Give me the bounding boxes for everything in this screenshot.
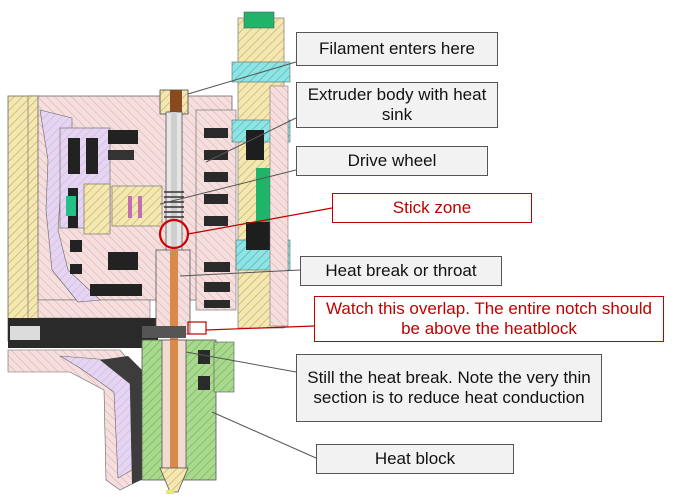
- fan-cap: [243, 11, 275, 29]
- label-thin-section-text: Still the heat break. Note the very thin…: [307, 368, 591, 407]
- nozzle-tip: [159, 467, 189, 493]
- leader-stick: [187, 207, 333, 235]
- heatsink-fin: [204, 150, 228, 160]
- heatsink-fin: [204, 216, 228, 226]
- heatsink-fin: [204, 300, 230, 308]
- fan-duct-dark: [100, 356, 146, 484]
- block-slot: [198, 376, 210, 390]
- label-extruder-body: Extruder body with heat sink: [296, 82, 498, 128]
- label-heat-block: Heat block: [316, 444, 514, 474]
- filament-core: [171, 112, 177, 252]
- label-stick-zone: Stick zone: [332, 193, 532, 223]
- drive-gear-tooth: [138, 196, 142, 218]
- label-overlap-warning-text: Watch this overlap. The entire notch sho…: [325, 299, 652, 338]
- body-slot: [108, 130, 138, 144]
- leader-drive: [159, 169, 297, 205]
- heatsink-fin: [204, 262, 230, 272]
- body-slot: [90, 284, 142, 296]
- heat-break-bore: [170, 250, 178, 360]
- label-filament-enters-text: Filament enters here: [319, 39, 475, 58]
- leader-block: [211, 411, 317, 459]
- leader-overlap: [205, 325, 315, 331]
- body-slot: [70, 264, 82, 274]
- filament-highlight: [166, 490, 174, 494]
- extruder-body-lower: [37, 299, 151, 319]
- leader-extruder: [205, 117, 297, 163]
- heatsink-fin: [204, 172, 228, 182]
- heatsink-core: [195, 109, 237, 311]
- leader-filament: [187, 61, 297, 95]
- label-overlap-warning: Watch this overlap. The entire notch sho…: [314, 296, 664, 342]
- label-stick-zone-text: Stick zone: [392, 198, 472, 217]
- fan-blade-dark: [246, 130, 264, 160]
- label-heat-break-text: Heat break or throat: [325, 261, 477, 280]
- spring: [164, 191, 184, 218]
- label-extruder-body-text: Extruder body with heat sink: [307, 85, 487, 124]
- drive-gear: [111, 185, 163, 227]
- fan-strip: [269, 85, 289, 327]
- body-slot: [68, 138, 80, 174]
- notch-marker: [142, 326, 186, 338]
- base-plate-light: [10, 326, 40, 340]
- teal-detail: [66, 196, 76, 216]
- body-slot: [86, 138, 98, 174]
- label-drive-wheel: Drive wheel: [296, 146, 488, 176]
- heatsink-fin: [204, 128, 228, 138]
- heat-block-right: [213, 341, 235, 393]
- block-slot: [198, 350, 210, 364]
- heatsink-fin: [204, 282, 230, 292]
- body-slot: [108, 150, 134, 160]
- drive-gear-tooth: [128, 196, 132, 218]
- label-thin-section: Still the heat break. Note the very thin…: [296, 354, 602, 422]
- red-overlap-line: [187, 321, 207, 335]
- nozzle-bore: [170, 340, 178, 470]
- label-drive-wheel-text: Drive wheel: [347, 151, 437, 170]
- leader-thin: [185, 351, 297, 373]
- body-slot: [108, 252, 138, 270]
- label-filament-enters: Filament enters here: [296, 32, 498, 66]
- heatsink-fin: [204, 194, 228, 204]
- body-slot: [70, 240, 82, 252]
- leader-heatbreak: [179, 269, 301, 277]
- label-heat-break: Heat break or throat: [300, 256, 502, 286]
- label-heat-block-text: Heat block: [374, 449, 456, 468]
- inlet-bore: [170, 90, 182, 112]
- drive-bracket: [83, 183, 111, 235]
